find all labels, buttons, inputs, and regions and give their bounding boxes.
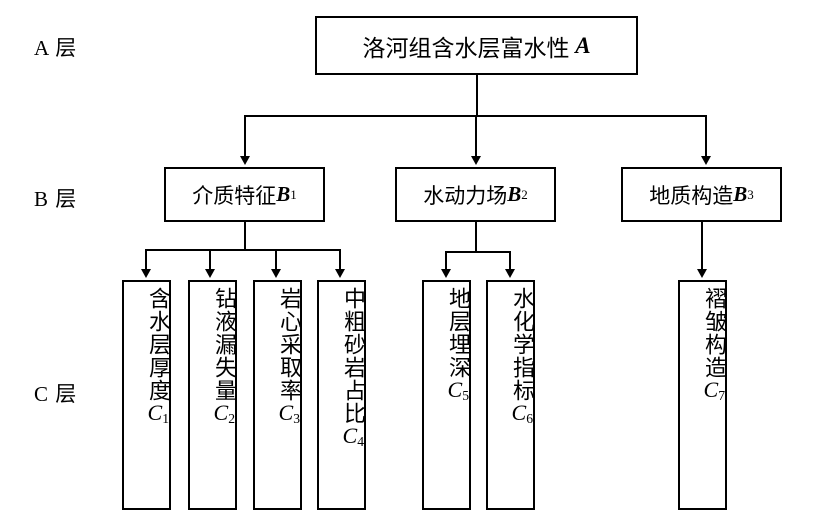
connector-bus-c-group2 bbox=[445, 251, 511, 253]
layer-label-c: C 层 bbox=[34, 382, 78, 406]
node-c2-symbol: C2 bbox=[213, 400, 236, 426]
arrowhead-c2 bbox=[205, 269, 215, 278]
connector-a-down bbox=[476, 75, 478, 116]
connector-bus-to-c2 bbox=[209, 249, 211, 271]
connector-bus-to-c1 bbox=[145, 249, 147, 271]
node-c7-fold-structure[interactable]: 褶皱构造 C7 bbox=[678, 280, 727, 510]
node-c2-label: 钻液漏失量 bbox=[212, 287, 237, 402]
node-c4-symbol: C4 bbox=[342, 423, 365, 449]
node-b3-symbol: B bbox=[733, 182, 748, 206]
node-a-label: 洛河组含水层富水性 bbox=[362, 35, 570, 61]
connector-bus-to-c3 bbox=[275, 249, 277, 271]
node-c1-label: 含水层厚度 bbox=[146, 287, 171, 402]
node-b1-label: 介质特征 bbox=[192, 183, 277, 208]
node-c6-hydrochemical-index[interactable]: 水化学指标 C6 bbox=[486, 280, 535, 510]
arrowhead-c7 bbox=[697, 269, 707, 278]
connector-bus-to-c4 bbox=[339, 249, 341, 271]
node-a-symbol: A bbox=[575, 32, 591, 58]
connector-bus-to-c6 bbox=[509, 251, 511, 271]
connector-bus-to-b2 bbox=[475, 115, 477, 157]
node-b3-label: 地质构造 bbox=[649, 183, 734, 208]
node-c6-symbol: C6 bbox=[511, 400, 534, 426]
arrowhead-c1 bbox=[141, 269, 151, 278]
connector-b1-down bbox=[244, 222, 246, 250]
node-c1-symbol: C1 bbox=[147, 400, 170, 426]
node-c7-label: 褶皱构造 bbox=[702, 287, 727, 379]
arrowhead-b2 bbox=[471, 156, 481, 165]
layer-label-a: A 层 bbox=[34, 36, 78, 60]
arrowhead-c3 bbox=[271, 269, 281, 278]
connector-bus-c-group1 bbox=[145, 249, 341, 251]
node-b2-label: 水动力场 bbox=[423, 183, 508, 208]
node-c6-label: 水化学指标 bbox=[510, 287, 535, 402]
node-b2-symbol: B bbox=[507, 182, 522, 206]
node-c5-strata-burial-depth[interactable]: 地层埋深 C5 bbox=[422, 280, 471, 510]
connector-bus-to-b3 bbox=[705, 115, 707, 157]
node-c5-label: 地层埋深 bbox=[446, 287, 471, 379]
arrowhead-c4 bbox=[335, 269, 345, 278]
node-c2-drilling-fluid-loss[interactable]: 钻液漏失量 C2 bbox=[188, 280, 237, 510]
node-c5-symbol: C5 bbox=[447, 377, 470, 403]
connector-b2-down bbox=[475, 222, 477, 252]
connector-bus-to-c5 bbox=[445, 251, 447, 271]
node-b1-symbol: B bbox=[276, 182, 291, 206]
node-c4-medium-coarse-sandstone-ratio[interactable]: 中粗砂岩占比 C4 bbox=[317, 280, 366, 510]
arrowhead-b1 bbox=[240, 156, 250, 165]
node-b1-index: 1 bbox=[290, 186, 297, 202]
arrowhead-b3 bbox=[701, 156, 711, 165]
node-c7-symbol: C7 bbox=[703, 377, 726, 403]
connector-b3-to-c7 bbox=[701, 222, 703, 271]
node-b3-index: 3 bbox=[747, 186, 754, 202]
node-c4-label: 中粗砂岩占比 bbox=[341, 287, 366, 425]
node-c3-label: 岩心采取率 bbox=[277, 287, 302, 402]
node-c3-symbol: C3 bbox=[278, 400, 301, 426]
node-c3-core-recovery-rate[interactable]: 岩心采取率 C3 bbox=[253, 280, 302, 510]
arrowhead-c5 bbox=[441, 269, 451, 278]
layer-label-b: B 层 bbox=[34, 187, 78, 211]
node-b2-index: 2 bbox=[521, 186, 528, 202]
arrowhead-c6 bbox=[505, 269, 515, 278]
node-c1-aquifer-thickness[interactable]: 含水层厚度 C1 bbox=[122, 280, 171, 510]
connector-bus-to-b1 bbox=[244, 115, 246, 157]
node-a-luohe-aquifer-water-abundance[interactable]: 洛河组含水层富水性 A bbox=[315, 16, 638, 75]
